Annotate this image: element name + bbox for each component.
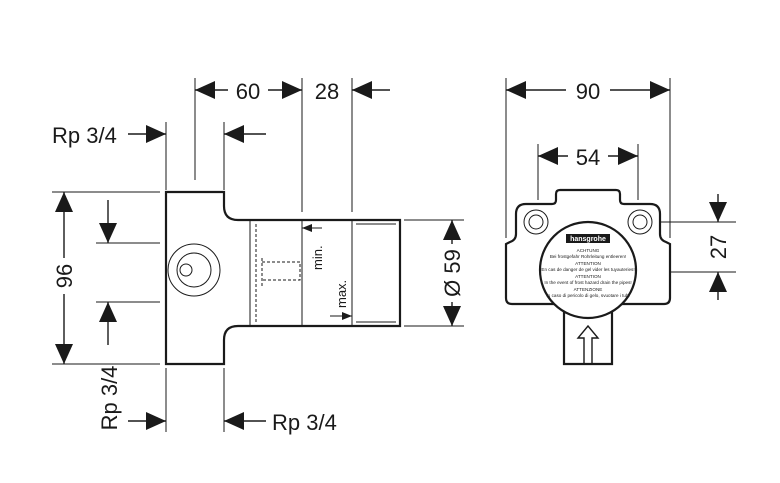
text-bg	[52, 258, 76, 294]
arrow	[538, 147, 558, 165]
arrow	[443, 306, 461, 326]
arrow	[352, 81, 372, 99]
rp-left-label: Rp 3/4	[97, 366, 122, 431]
arrow	[224, 125, 244, 143]
arrow	[709, 202, 727, 222]
arrow	[195, 81, 215, 99]
text-bg	[228, 76, 268, 104]
warning-line-5: ATTENTION	[575, 274, 601, 279]
dim-60-label: 60	[236, 79, 260, 104]
front-view: 90 54 27 hansgrohe ACHTUNG Bei frostgefa…	[504, 76, 736, 366]
label-disc	[538, 220, 638, 320]
arrow	[146, 412, 166, 430]
min-label: min.	[310, 245, 325, 270]
warning-line-7: ATTENZIONE	[574, 287, 603, 292]
dim-27-label: 27	[706, 235, 731, 259]
arrow	[99, 223, 117, 243]
rp-bottom-label: Rp 3/4	[272, 410, 337, 435]
arrow	[146, 125, 166, 143]
text-bg	[568, 143, 608, 169]
warning-line-3: ATTENTION	[575, 261, 601, 266]
warning-line-6: In the event of frost hazard drain the p…	[544, 280, 631, 285]
arrow	[443, 220, 461, 240]
arrow	[55, 344, 73, 364]
spindle-hidden	[261, 258, 301, 286]
arrow	[99, 302, 117, 322]
bolt-hole-right	[627, 209, 653, 235]
rp-top-label: Rp 3/4	[52, 123, 117, 148]
brand-bar	[566, 234, 610, 243]
bolt-hole-right-inner	[632, 214, 648, 230]
arrow	[618, 147, 638, 165]
warning-line-8: In caso di pericolo di gelo, svuotare i …	[547, 293, 630, 298]
bolt-hole-left-inner	[528, 214, 544, 230]
brand-text: hansgrohe	[570, 236, 606, 243]
text-bg	[566, 76, 610, 104]
outlet-circle	[167, 243, 221, 297]
arrow	[342, 312, 352, 320]
warning-line-4: En cas de danger de gel vider les tuyaut…	[541, 267, 634, 272]
side-view: 60 28 Rp 3/4 96 Rp 3/4 Rp 3/4	[52, 76, 465, 435]
dim-54-label: 54	[576, 145, 600, 170]
flow-direction-icon	[576, 324, 600, 364]
bolt-hole-left	[523, 209, 549, 235]
outlet-inner-circle	[176, 252, 212, 288]
dia59-label: Ø 59	[440, 249, 465, 297]
text-bg	[440, 244, 464, 302]
outlet-small-circle	[179, 263, 193, 277]
arrow	[302, 224, 312, 232]
arrow	[709, 272, 727, 292]
arrow	[55, 192, 73, 212]
dim-28-label: 28	[315, 79, 339, 104]
warning-line-1: ACHTUNG	[577, 248, 600, 253]
arrow	[650, 81, 670, 99]
arrow	[282, 81, 302, 99]
dim-90-label: 90	[576, 79, 600, 104]
warning-line-2: Bei frostgefahr Rohrleitung entleeren!	[550, 254, 626, 259]
dim-96-label: 96	[52, 264, 77, 288]
arrow	[506, 81, 526, 99]
arrow	[224, 412, 244, 430]
valve-body	[164, 190, 402, 366]
max-label: max.	[334, 280, 349, 308]
